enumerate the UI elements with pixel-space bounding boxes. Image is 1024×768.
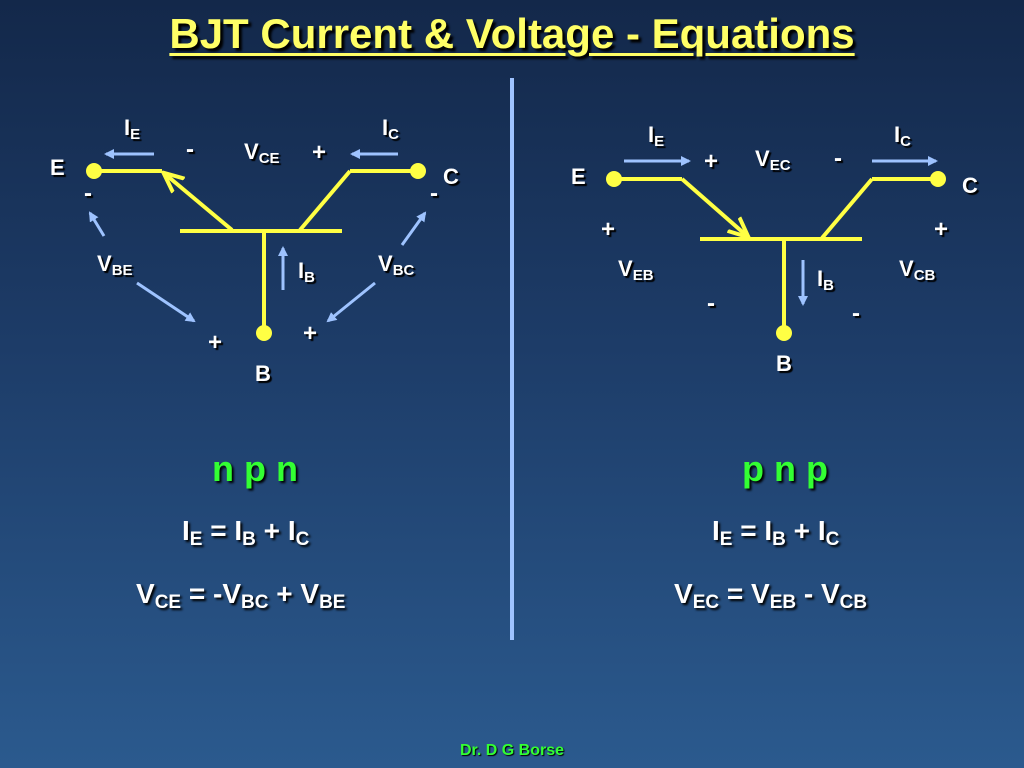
npn-collector-terminal (410, 163, 426, 179)
slide-title: BJT Current & Voltage - Equations (169, 10, 855, 57)
npn-vbc-arrow-down (326, 281, 376, 323)
npn-vce-minus: - (186, 136, 194, 163)
npn-emitter-terminal (86, 163, 102, 179)
pnp-base-label: B (776, 351, 792, 376)
npn-current-equation: IE = IB + IC (182, 515, 310, 550)
pnp-emitter-sign: + (601, 216, 616, 243)
npn-vce-plus: + (312, 139, 327, 166)
pnp-vec-minus: - (834, 145, 842, 172)
pnp-current-equation: IE = IB + IC (712, 515, 840, 550)
npn-vbe-label: VBE (97, 251, 133, 279)
pnp-collector-terminal (930, 171, 946, 187)
pnp-vec-label: VEC (755, 146, 791, 174)
pnp-emitter-label: E (571, 164, 586, 189)
pnp-ie-label: IE (648, 122, 665, 150)
pnp-emitter-terminal (606, 171, 622, 187)
npn-ie-label: IE (124, 115, 141, 143)
npn-vbe-arrow-down (136, 281, 196, 323)
pnp-base-minus-right: - (852, 300, 860, 327)
pnp-voltage-equation: VEC = VEB - VCB (674, 578, 868, 613)
npn-base-plus-left: + (208, 329, 223, 356)
npn-symbol (94, 169, 418, 333)
pnp-vcb-label: VCB (899, 256, 936, 284)
pnp-ic-label: IC (894, 122, 911, 150)
pnp-collector-label: C (962, 173, 978, 198)
npn-base-label: B (255, 361, 271, 386)
npn-type-label: n p n (212, 448, 298, 489)
pnp-emitter-leg (680, 177, 747, 236)
npn-collector-label: C (443, 164, 459, 189)
npn-vbe-arrow-up (88, 211, 106, 237)
pnp-base-minus-left: - (707, 290, 715, 317)
npn-emitter-leg (165, 174, 234, 232)
npn-collector-leg (298, 169, 352, 232)
pnp-veb-label: VEB (618, 256, 654, 284)
pnp-vec-plus: + (704, 148, 719, 175)
pnp-ib-label: IB (817, 266, 834, 294)
pnp-symbol (614, 177, 938, 333)
npn-vce-label: VCE (244, 139, 280, 167)
pnp-collector-leg (820, 177, 874, 240)
npn-emitter-label: E (50, 155, 65, 180)
center-divider (510, 78, 514, 640)
npn-collector-sign: - (430, 180, 438, 207)
npn-emitter-sign: - (84, 180, 92, 207)
author-footer: Dr. D G Borse (459, 742, 565, 759)
npn-voltage-equation: VCE = -VBC + VBE (136, 578, 346, 613)
npn-base-plus-right: + (303, 320, 318, 347)
pnp-collector-sign: + (934, 216, 949, 243)
npn-base-terminal (256, 325, 272, 341)
npn-vbc-arrow-up (400, 211, 427, 246)
npn-ib-label: IB (298, 258, 315, 286)
pnp-type-label: p n p (742, 448, 828, 489)
npn-vbc-label: VBC (378, 251, 415, 279)
pnp-base-terminal (776, 325, 792, 341)
npn-ic-label: IC (382, 115, 399, 143)
